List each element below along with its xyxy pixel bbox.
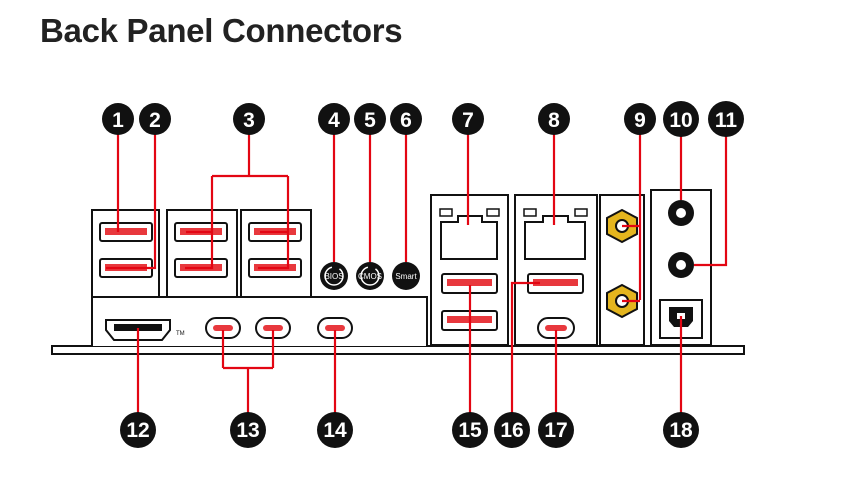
clear-cmos-button: CMOS bbox=[356, 262, 384, 290]
callout-8: 8 bbox=[538, 103, 570, 135]
audio-module bbox=[650, 189, 712, 346]
smart-button-label: Smart bbox=[395, 272, 417, 281]
callout-17: 17 bbox=[538, 412, 574, 448]
callout-lines bbox=[106, 130, 728, 415]
callout-16: 16 bbox=[494, 412, 530, 448]
svg-text:1: 1 bbox=[112, 109, 124, 132]
callout-4: 4 bbox=[318, 103, 350, 135]
svg-text:11: 11 bbox=[715, 109, 738, 132]
callout-7: 7 bbox=[452, 103, 484, 135]
svg-text:15: 15 bbox=[458, 419, 482, 442]
svg-text:17: 17 bbox=[544, 419, 567, 442]
bios-button-label: BIOS bbox=[324, 272, 343, 281]
callout-2: 2 bbox=[139, 103, 171, 135]
hdmi-trademark: TM bbox=[176, 331, 185, 337]
svg-text:3: 3 bbox=[243, 109, 255, 132]
wifi-antenna-module bbox=[599, 194, 645, 346]
callout-3: 3 bbox=[233, 103, 265, 135]
usb-c-port-13a bbox=[205, 317, 241, 339]
usb-port-1-tongue bbox=[105, 228, 147, 235]
svg-text:9: 9 bbox=[634, 109, 646, 132]
page-title: Back Panel Connectors bbox=[40, 12, 403, 49]
io-base-plate bbox=[51, 345, 745, 355]
callout-markers: 1 2 3 4 5 6 7 8 9 10 11 12 13 14 15 16 1… bbox=[102, 101, 744, 448]
callout-6: 6 bbox=[390, 103, 422, 135]
svg-text:2: 2 bbox=[149, 109, 161, 132]
callout-9: 9 bbox=[624, 103, 656, 135]
svg-text:5: 5 bbox=[364, 109, 376, 132]
callout-12: 12 bbox=[120, 412, 156, 448]
svg-text:10: 10 bbox=[669, 109, 692, 132]
usb-c-port-14 bbox=[317, 317, 353, 339]
svg-text:12: 12 bbox=[126, 419, 149, 442]
usb-port-15-top bbox=[441, 273, 498, 294]
cmos-button-label: CMOS bbox=[358, 272, 382, 281]
svg-text:8: 8 bbox=[548, 109, 560, 132]
callout-1: 1 bbox=[102, 103, 134, 135]
callout-11: 11 bbox=[708, 101, 744, 137]
svg-text:7: 7 bbox=[462, 109, 474, 132]
callout-15: 15 bbox=[452, 412, 488, 448]
callout-13: 13 bbox=[230, 412, 266, 448]
bios-flashback-button: BIOS bbox=[320, 262, 348, 290]
callout-18: 18 bbox=[663, 412, 699, 448]
smart-button: Smart bbox=[392, 262, 420, 290]
svg-text:14: 14 bbox=[323, 419, 347, 442]
callout-5: 5 bbox=[354, 103, 386, 135]
callout-10: 10 bbox=[663, 101, 699, 137]
svg-text:13: 13 bbox=[236, 419, 259, 442]
svg-text:18: 18 bbox=[669, 419, 693, 442]
svg-text:4: 4 bbox=[328, 109, 340, 132]
svg-text:6: 6 bbox=[400, 109, 412, 132]
svg-text:16: 16 bbox=[500, 419, 523, 442]
callout-14: 14 bbox=[317, 412, 353, 448]
lan-module-8 bbox=[514, 194, 598, 346]
